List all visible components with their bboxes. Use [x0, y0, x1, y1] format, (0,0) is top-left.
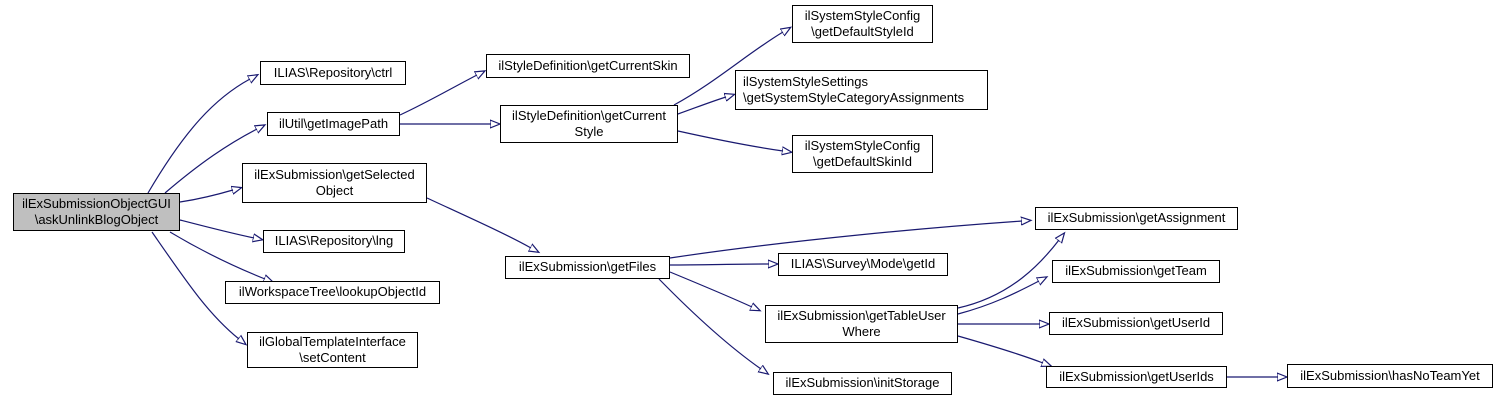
node-ilexsubmission-hasnoteamyet[interactable]: ilExSubmission\hasNoTeamYet [1287, 364, 1493, 388]
node-ilexsubmission-getuserid[interactable]: ilExSubmission\getUserId [1049, 312, 1223, 335]
node-ilsystemstylesettings-getsystemstylecategoryassignments[interactable]: ilSystemStyleSettings \getSystemStyleCat… [735, 70, 988, 110]
edge-askUnlinkBlogObject-getImagePath [164, 129, 257, 194]
node-ask-unlink-blog-object[interactable]: ilExSubmissionObjectGUI \askUnlinkBlogOb… [13, 193, 180, 231]
node-ilias-repository-lng[interactable]: ILIAS\Repository\lng [263, 230, 405, 253]
node-ilsystemstyleconfig-getdefaultstyleid[interactable]: ilSystemStyleConfig \getDefaultStyleId [792, 5, 933, 43]
node-ilworkspacetree-lookupobjectid[interactable]: ilWorkspaceTree\lookupObjectId [225, 281, 440, 304]
node-ilstyledefinition-getcurrentskin[interactable]: ilStyleDefinition\getCurrentSkin [486, 54, 690, 78]
edge-askUnlinkBlogObject-setContent [151, 231, 239, 339]
edge-getCurrentStyle-getDefaultStyleId [673, 32, 783, 106]
node-ilias-repository-ctrl[interactable]: ILIAS\Repository\ctrl [260, 61, 406, 85]
edge-askUnlinkBlogObject-lookupObjectId [169, 231, 265, 279]
edge-getTableUserWhere-getUserIds [957, 335, 1043, 363]
edge-getFiles-getAssignment [669, 221, 1022, 259]
edge-getSelectedObject-getFiles [426, 197, 531, 248]
edge-getTableUserWhere-getTeam [957, 281, 1039, 315]
node-ilexsubmission-getteam[interactable]: ilExSubmission\getTeam [1052, 260, 1220, 283]
node-ilexsubmission-getassignment[interactable]: ilExSubmission\getAssignment [1035, 207, 1238, 230]
edge-askUnlinkBlogObject-ctrl [147, 79, 250, 194]
edge-askUnlinkBlogObject-getSelectedObject [179, 190, 233, 203]
node-ilutil-getimagepath[interactable]: ilUtil\getImagePath [267, 112, 400, 136]
edge-getCurrentStyle-getDefaultSkinId [677, 130, 783, 151]
edge-getFiles-getTableUserWhere [669, 271, 752, 307]
node-ilias-survey-mode-getid[interactable]: ILIAS\Survey\Mode\getId [778, 253, 948, 276]
edge-getImagePath-getCurrentSkin [399, 75, 477, 116]
edge-getCurrentStyle-getSystemStyleCategoryAssignments [677, 97, 726, 115]
edge-getFiles-surveyModeGetId [669, 264, 769, 265]
node-ilexsubmission-getselectedobject[interactable]: ilExSubmission\getSelected Object [242, 163, 427, 203]
node-ilexsubmission-initstorage[interactable]: ilExSubmission\initStorage [773, 372, 952, 395]
node-ilexsubmission-getfiles[interactable]: ilExSubmission\getFiles [505, 256, 670, 279]
node-ilstyledefinition-getcurrentstyle[interactable]: ilStyleDefinition\getCurrent Style [500, 105, 678, 143]
node-ilexsubmission-gettableuserwhere[interactable]: ilExSubmission\getTableUser Where [765, 305, 958, 343]
node-ilexsubmission-getuserids[interactable]: ilExSubmission\getUserIds [1046, 366, 1227, 388]
node-ilsystemstyleconfig-getdefaultskinid[interactable]: ilSystemStyleConfig \getDefaultSkinId [792, 135, 933, 173]
node-ilglobaltemplateinterface-setcontent[interactable]: ilGlobalTemplateInterface \setContent [247, 332, 418, 368]
edge-getTableUserWhere-getAssignment [957, 240, 1059, 309]
edge-askUnlinkBlogObject-lng [179, 219, 254, 238]
edge-getFiles-initStorage [658, 278, 761, 369]
